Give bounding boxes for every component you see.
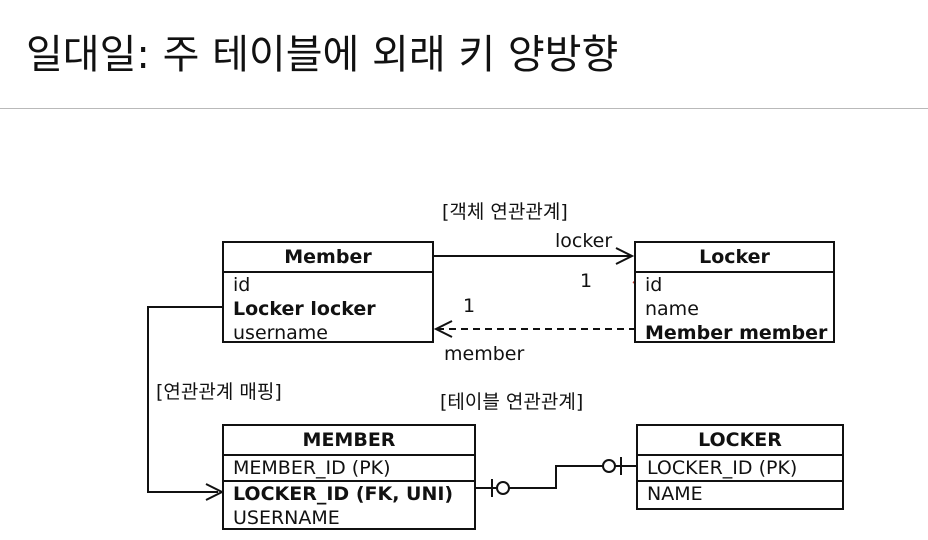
locker-field-id: id	[645, 274, 663, 296]
object-relationship-label: [객체 연관관계]	[442, 201, 568, 223]
locker-multiplicity-label: 1	[580, 270, 593, 292]
member-role-label: member	[444, 343, 525, 365]
locker-field-member: Member member	[645, 322, 828, 344]
member-column-pk: MEMBER_ID (PK)	[224, 456, 474, 482]
title-divider	[0, 108, 928, 109]
member-column-fk: LOCKER_ID (FK, UNI)	[233, 483, 454, 505]
mapping-line	[147, 306, 222, 493]
member-class-name: Member	[224, 243, 432, 273]
locker-role-label: locker	[555, 230, 613, 252]
locker-class-box: Locker id name Member member	[634, 241, 835, 344]
member-to-locker-arrowhead	[615, 247, 635, 265]
member-field-locker: Locker locker	[233, 298, 376, 320]
er-relation-line	[476, 465, 636, 489]
member-class-box: Member id Locker locker username	[222, 241, 434, 344]
association-mapping-label: [연관관계 매핑]	[156, 381, 282, 403]
locker-column-pk: LOCKER_ID (PK)	[638, 456, 842, 482]
page-title: 일대일: 주 테이블에 외래 키 양방향	[26, 32, 619, 78]
member-table-name: MEMBER	[224, 426, 474, 456]
locker-table-box: LOCKER LOCKER_ID (PK) NAME	[636, 424, 844, 510]
member-table-box: MEMBER MEMBER_ID (PK) LOCKER_ID (FK, UNI…	[222, 424, 476, 530]
table-relationship-label: [테이블 연관관계]	[440, 391, 584, 413]
member-field-id: id	[233, 274, 251, 296]
member-column-username: USERNAME	[233, 507, 340, 529]
er-member-side-circle	[496, 481, 510, 495]
member-field-username: username	[233, 322, 328, 344]
er-locker-side-circle	[602, 459, 616, 473]
locker-class-name: Locker	[636, 243, 833, 273]
member-multiplicity-label: 1	[463, 295, 476, 317]
locker-field-name: name	[645, 298, 699, 320]
locker-table-name: LOCKER	[638, 426, 842, 456]
locker-to-member-arrowhead	[433, 320, 453, 338]
locker-column-name: NAME	[647, 483, 703, 505]
